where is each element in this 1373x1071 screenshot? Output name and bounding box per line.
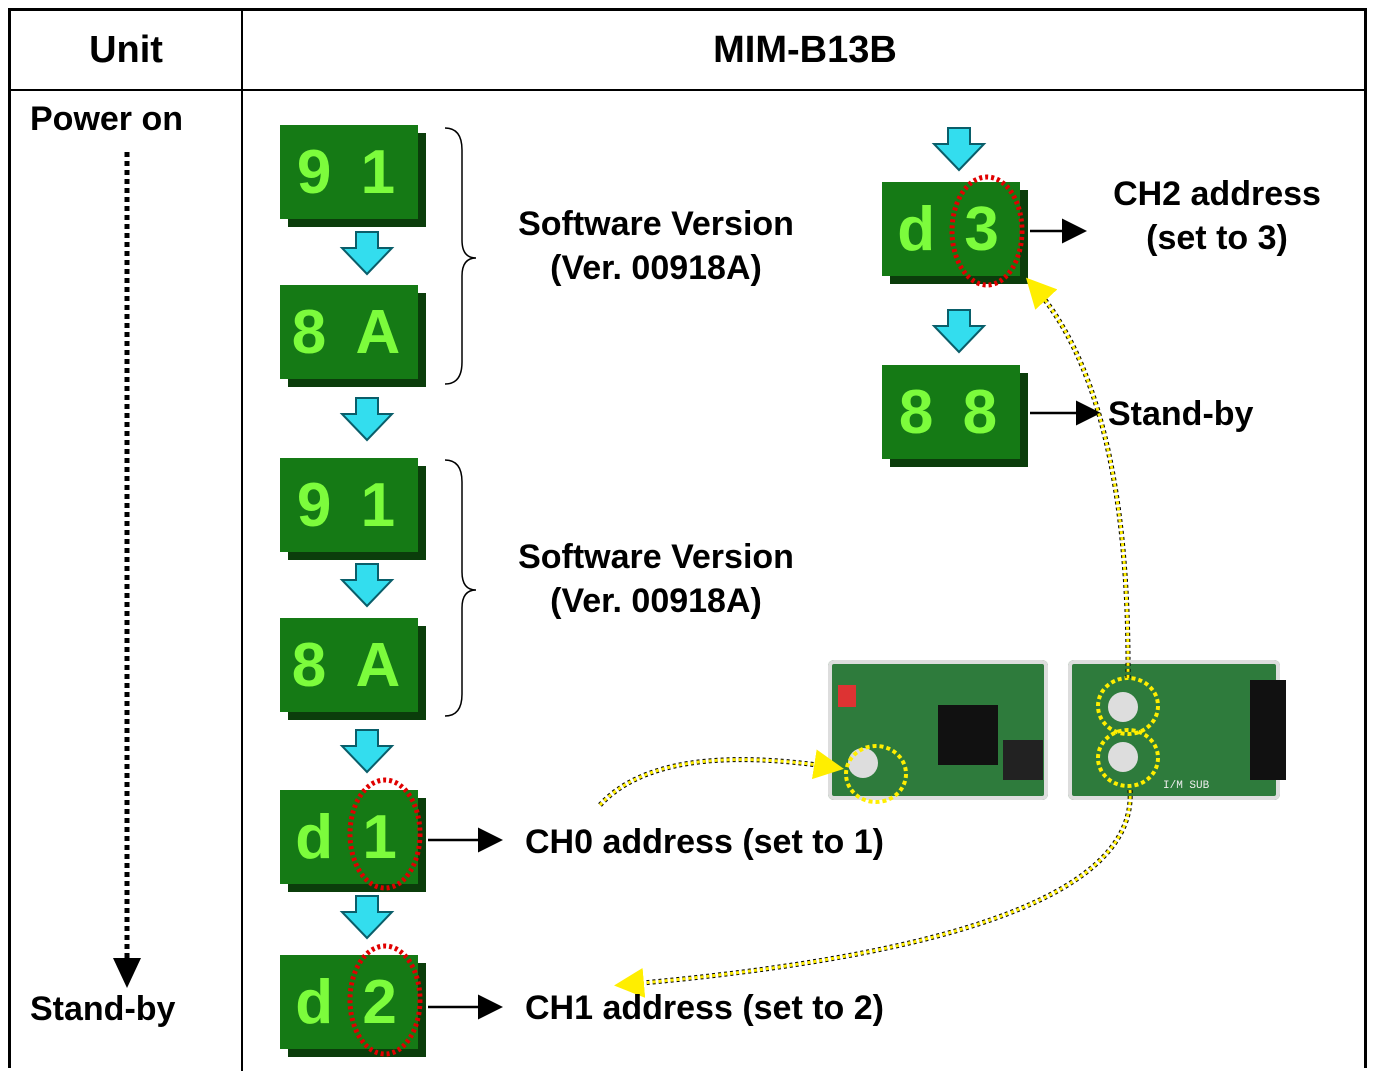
- board-silkscreen: I/M SUB: [1163, 780, 1210, 792]
- ch0-label: CH0 address (set to 1): [525, 823, 884, 861]
- version1-label: Software Version(Ver. 00918A): [518, 205, 794, 287]
- terminal-block-icon: [1250, 680, 1286, 780]
- down-arrow-icon: [339, 231, 395, 276]
- link-ch1-highlight: [614, 789, 1132, 998]
- rotary-switch-icon: [848, 748, 878, 778]
- highlight-circle: [949, 174, 1025, 288]
- highlight-circle: [347, 943, 423, 1057]
- table-header: Unit MIM-B13B: [11, 11, 1364, 91]
- column-divider: [241, 11, 243, 1071]
- version2-label: Software Version(Ver. 00918A): [518, 538, 794, 620]
- down-arrow-icon: [931, 127, 987, 172]
- jumper-icon: [838, 685, 856, 707]
- brace-version1: [444, 127, 477, 385]
- display-d3: d 3: [882, 182, 1020, 276]
- down-arrow-icon: [339, 895, 395, 940]
- link-ch0-highlight: [598, 749, 844, 807]
- switch-highlight: [1096, 728, 1160, 788]
- stand-by-start-label: Stand-by: [30, 990, 176, 1028]
- diagram-table: Unit MIM-B13B: [8, 8, 1367, 1071]
- rotary-switch-icon: [1108, 742, 1138, 772]
- timeline-arrowhead: [113, 958, 141, 988]
- display-88: 8 8: [882, 365, 1020, 459]
- down-arrow-icon: [339, 729, 395, 774]
- switch-highlight: [844, 744, 908, 804]
- connector-icon: [1003, 740, 1043, 780]
- link-ch2-highlight: [1025, 277, 1130, 679]
- brace-version2: [444, 459, 477, 717]
- display-8a-second: 8 A: [280, 618, 418, 712]
- link-ch0: [598, 757, 839, 807]
- highlight-circle: [347, 777, 423, 891]
- ch2-label: CH2 address(set to 3): [1113, 175, 1321, 257]
- rotary-switch-icon: [1108, 692, 1138, 722]
- display-91-first: 9 1: [280, 125, 418, 219]
- down-arrow-icon: [339, 563, 395, 608]
- down-arrow-icon: [339, 397, 395, 442]
- power-on-label: Power on: [30, 100, 184, 138]
- main-board-image: [828, 660, 1048, 800]
- model-header: MIM-B13B: [713, 28, 897, 71]
- display-8a-first: 8 A: [280, 285, 418, 379]
- down-arrow-icon: [931, 309, 987, 354]
- switch-highlight: [1096, 676, 1160, 736]
- standby-label: Stand-by: [1108, 395, 1254, 433]
- display-91-second: 9 1: [280, 458, 418, 552]
- ch1-label: CH1 address (set to 2): [525, 989, 884, 1027]
- unit-header: Unit: [89, 28, 163, 71]
- chip-icon: [938, 705, 998, 765]
